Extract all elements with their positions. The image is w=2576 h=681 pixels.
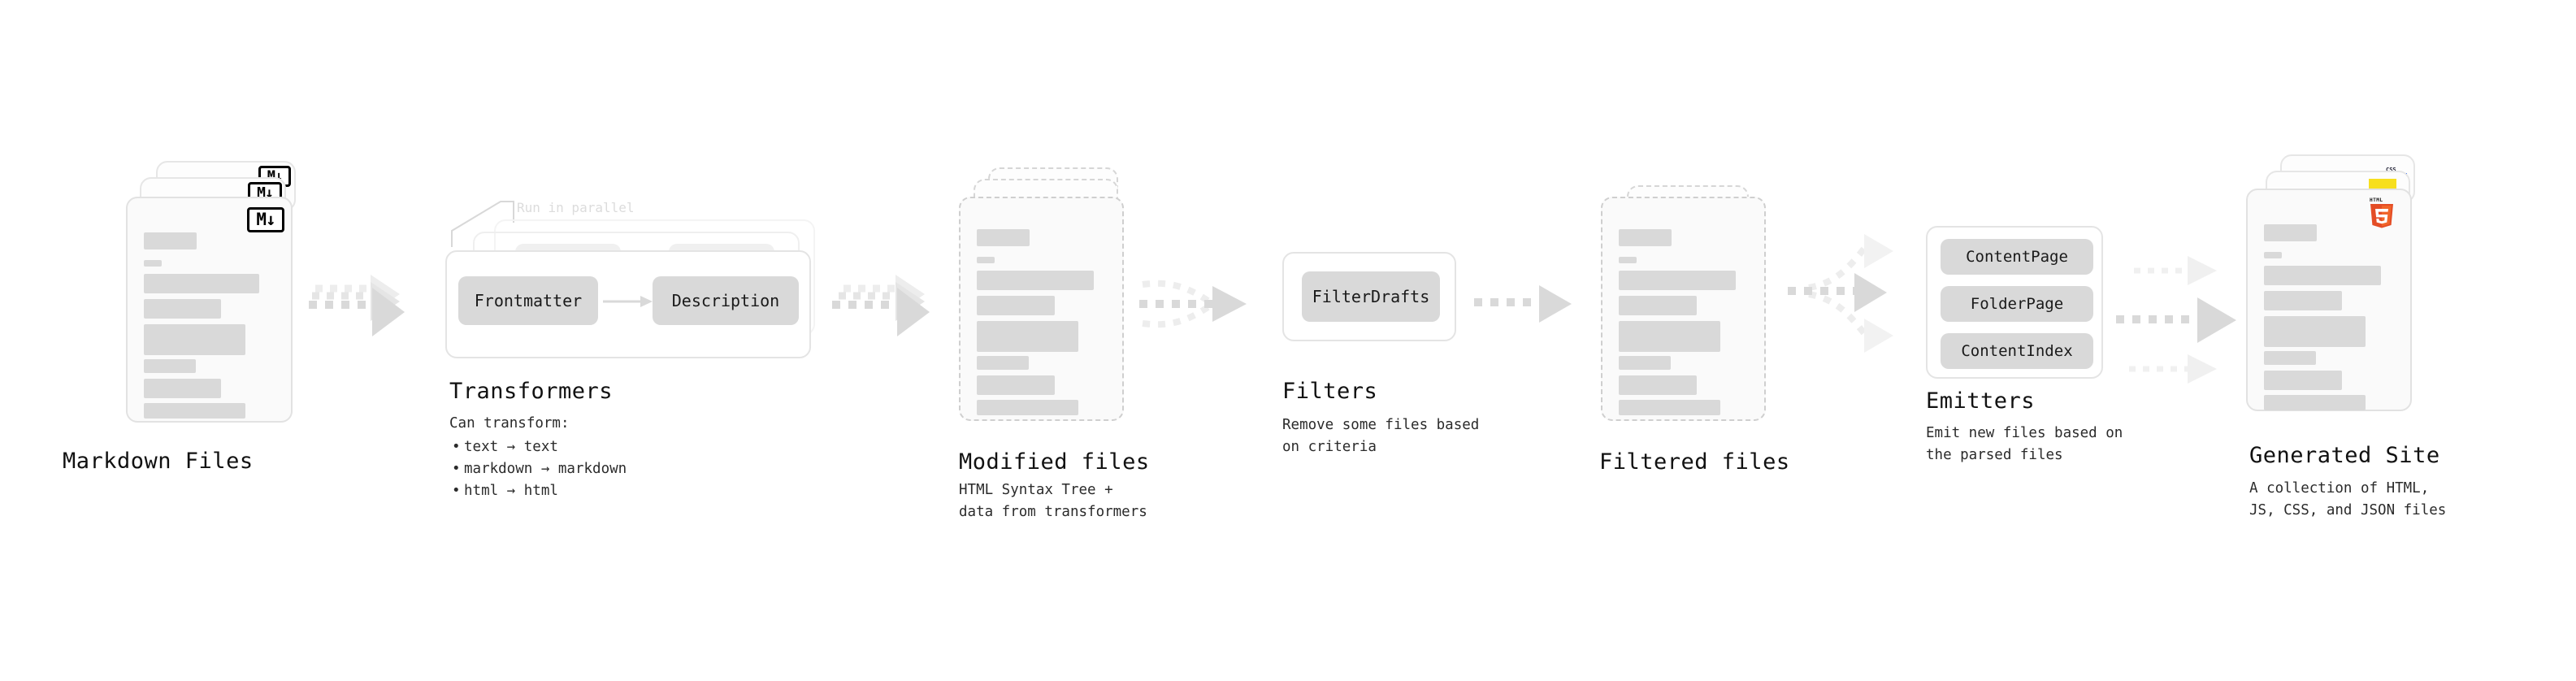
skeleton-line [1619,257,1637,263]
emitters-title: Emitters [1926,388,2036,414]
skeleton-line [1619,400,1720,415]
generated-site-group: CSS HTML [2243,154,2454,431]
filters-panel: FilterDrafts [1282,252,1456,341]
generated-file-front: HTML [2246,189,2412,411]
skeleton-line [977,375,1055,395]
transformers-list: text → text markdown → markdown html → h… [449,436,627,503]
skeleton-line [977,257,995,263]
markdown-files-title: Markdown Files [63,449,254,474]
svg-text:CSS: CSS [2386,167,2396,173]
skeleton-line [1619,356,1671,370]
markdown-badge-front: M↓ [247,207,284,232]
skeleton-line [1619,375,1697,395]
arrow-emitters-to-site [2116,256,2236,384]
generated-site-subtitle: A collection of HTML, JS, CSS, and JSON … [2249,480,2447,519]
modified-files-group [957,167,1144,427]
transformers-group: Run in parallel Frontmatter [439,187,829,366]
skeleton-line [1619,229,1672,246]
arrow-transformers-to-modified [832,275,930,336]
markdown-file-front: M↓ [126,197,293,423]
transformers-list-header: Can transform: [449,415,570,432]
skeleton-line [144,274,259,293]
skeleton-line [2264,371,2342,390]
run-in-parallel-label: Run in parallel [517,200,635,215]
skeleton-line [144,299,221,319]
svg-text:HTML: HTML [2370,197,2383,203]
transformer-inner-arrow [603,296,653,307]
skeleton-line [977,271,1094,290]
modified-file-front [959,197,1124,421]
list-item: markdown → markdown [452,458,627,480]
skeleton-line [977,321,1078,352]
skeleton-line [2264,291,2342,310]
arrow-markdown-to-transformers [309,275,405,336]
skeleton-line [1619,321,1720,352]
arrow-filtered-to-emitters [1788,234,1893,353]
filters-title: Filters [1282,379,1378,404]
skeleton-line [144,403,245,419]
emitter-node-contentindex[interactable]: ContentIndex [1941,333,2093,369]
skeleton-line [977,296,1055,315]
list-item: text → text [452,436,627,458]
html5-icon: HTML [2370,197,2393,228]
emitters-subtitle: Emit new files based on the parsed files [1926,425,2123,464]
filtered-files-title: Filtered files [1599,449,1790,475]
filtered-file-front [1601,197,1766,421]
skeleton-line [1619,271,1736,290]
skeleton-line [2264,266,2381,285]
generated-site-title: Generated Site [2249,443,2440,468]
skeleton-line [2264,224,2317,241]
transformers-title: Transformers [449,379,614,404]
skeleton-line [1619,296,1697,315]
skeleton-line [2264,351,2316,365]
skeleton-line [144,260,162,267]
list-item: html → html [452,480,627,502]
transformers-capabilities: Can transform: text → text markdown → ma… [449,413,627,503]
transformer-node-frontmatter[interactable]: Frontmatter [458,276,598,325]
emitter-node-folderpage[interactable]: FolderPage [1941,286,2093,322]
emitters-panel: ContentPage FolderPage ContentIndex [1926,226,2103,379]
skeleton-line [144,324,245,355]
skeleton-line [2264,316,2366,347]
emitter-node-contentpage[interactable]: ContentPage [1941,239,2093,275]
filtered-files-group [1599,167,1786,427]
transformer-panel-front: Frontmatter Description [445,250,811,358]
arrow-filters-to-filtered [1474,285,1572,323]
skeleton-line [144,379,221,398]
arrow-modified-to-filters [1139,280,1247,328]
modified-files-subtitle: HTML Syntax Tree + data from transformer… [959,482,1147,521]
skeleton-line [977,356,1029,370]
transformer-node-description[interactable]: Description [653,276,799,325]
modified-files-title: Modified files [959,449,1150,475]
filters-subtitle: Remove some files based on criteria [1282,417,1480,456]
skeleton-line [2264,252,2282,258]
skeleton-line [977,400,1078,415]
skeleton-line [144,359,196,373]
skeleton-line [144,232,197,249]
filter-node-filterdrafts[interactable]: FilterDrafts [1302,271,1440,322]
skeleton-line [2264,395,2366,410]
markdown-files-group: M↓ M↓ M↓ [122,161,309,429]
skeleton-line [977,229,1030,246]
run-in-parallel-bracket [451,201,514,247]
